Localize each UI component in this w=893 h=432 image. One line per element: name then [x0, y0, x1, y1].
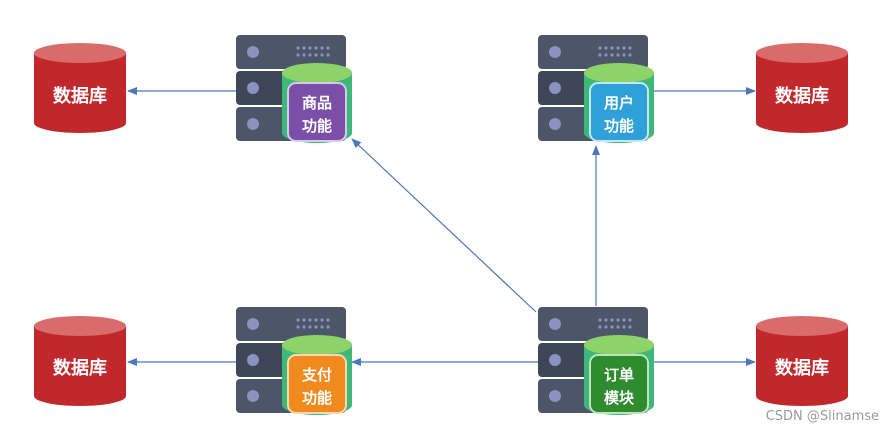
- service-label-line1: 商品: [302, 94, 332, 112]
- database-label: 数据库: [53, 85, 107, 107]
- service-label-line2: 模块: [604, 389, 635, 407]
- service-label-line2: 功能: [302, 117, 332, 135]
- database-label: 数据库: [775, 357, 829, 379]
- service-badge: [287, 354, 347, 414]
- database-top-left: 数据库: [34, 43, 126, 133]
- arrow-order-to-product: [351, 138, 537, 313]
- service-badge: [589, 82, 649, 142]
- database-label: 数据库: [775, 85, 829, 107]
- service-product: 商品 功能: [236, 35, 352, 143]
- service-order: 订单 模块: [538, 307, 654, 415]
- service-user: 用户 功能: [538, 35, 654, 143]
- service-label-line1: 支付: [301, 366, 332, 384]
- service-payment: 支付 功能: [236, 307, 352, 415]
- service-label-line1: 用户: [604, 94, 634, 112]
- watermark: CSDN @Slinamse: [765, 409, 879, 424]
- service-badge: [589, 354, 649, 414]
- service-badge: [287, 82, 347, 142]
- database-top-right: 数据库: [756, 43, 848, 133]
- service-label-line2: 功能: [302, 389, 332, 407]
- database-label: 数据库: [53, 357, 107, 379]
- database-bottom-left: 数据库: [34, 316, 126, 406]
- service-label-line2: 功能: [604, 117, 634, 135]
- service-label-line1: 订单: [604, 366, 634, 384]
- database-bottom-right: 数据库: [756, 316, 848, 406]
